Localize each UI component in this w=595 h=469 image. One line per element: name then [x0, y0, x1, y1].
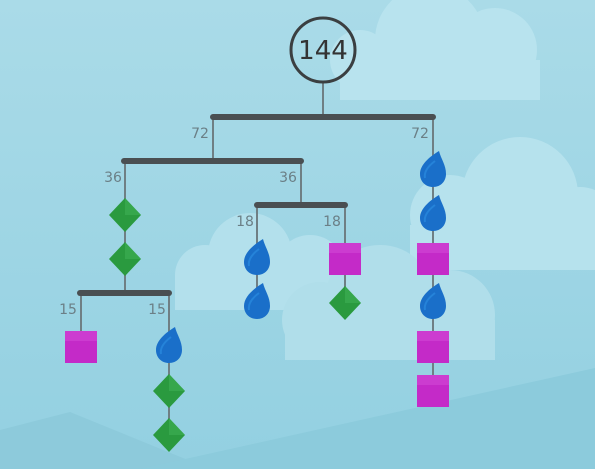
- drop-icon: [156, 327, 182, 363]
- square-icon: [65, 331, 97, 363]
- diamond-icon: [329, 286, 361, 320]
- weight-label: 72: [191, 126, 209, 142]
- balance-rod: [77, 290, 172, 296]
- weight-label: 36: [104, 170, 122, 186]
- drop-icon: [244, 283, 270, 319]
- weight-label: 72: [411, 126, 429, 142]
- square-icon: [417, 375, 449, 407]
- ground: [0, 412, 210, 469]
- drop-icon: [420, 195, 446, 231]
- drop-icon: [420, 151, 446, 187]
- weight-label: 15: [148, 302, 166, 318]
- ground: [140, 368, 595, 469]
- cloud: [330, 0, 540, 100]
- weight-label: 36: [279, 170, 297, 186]
- weight-label: 15: [59, 302, 77, 318]
- diamond-icon: [109, 242, 141, 276]
- diamond-icon: [109, 198, 141, 232]
- total-weight-value: 144: [298, 36, 348, 66]
- balance-rod: [254, 202, 348, 208]
- balance-rod: [210, 114, 436, 120]
- square-icon: [329, 243, 361, 275]
- diamond-icon: [153, 374, 185, 408]
- weight-label: 18: [236, 214, 254, 230]
- weight-label: 18: [323, 214, 341, 230]
- drop-icon: [420, 283, 446, 319]
- drop-icon: [244, 239, 270, 275]
- balance-rod: [121, 158, 304, 164]
- total-weight-badge: 144: [289, 16, 357, 84]
- square-icon: [417, 243, 449, 275]
- diamond-icon: [153, 418, 185, 452]
- square-icon: [417, 331, 449, 363]
